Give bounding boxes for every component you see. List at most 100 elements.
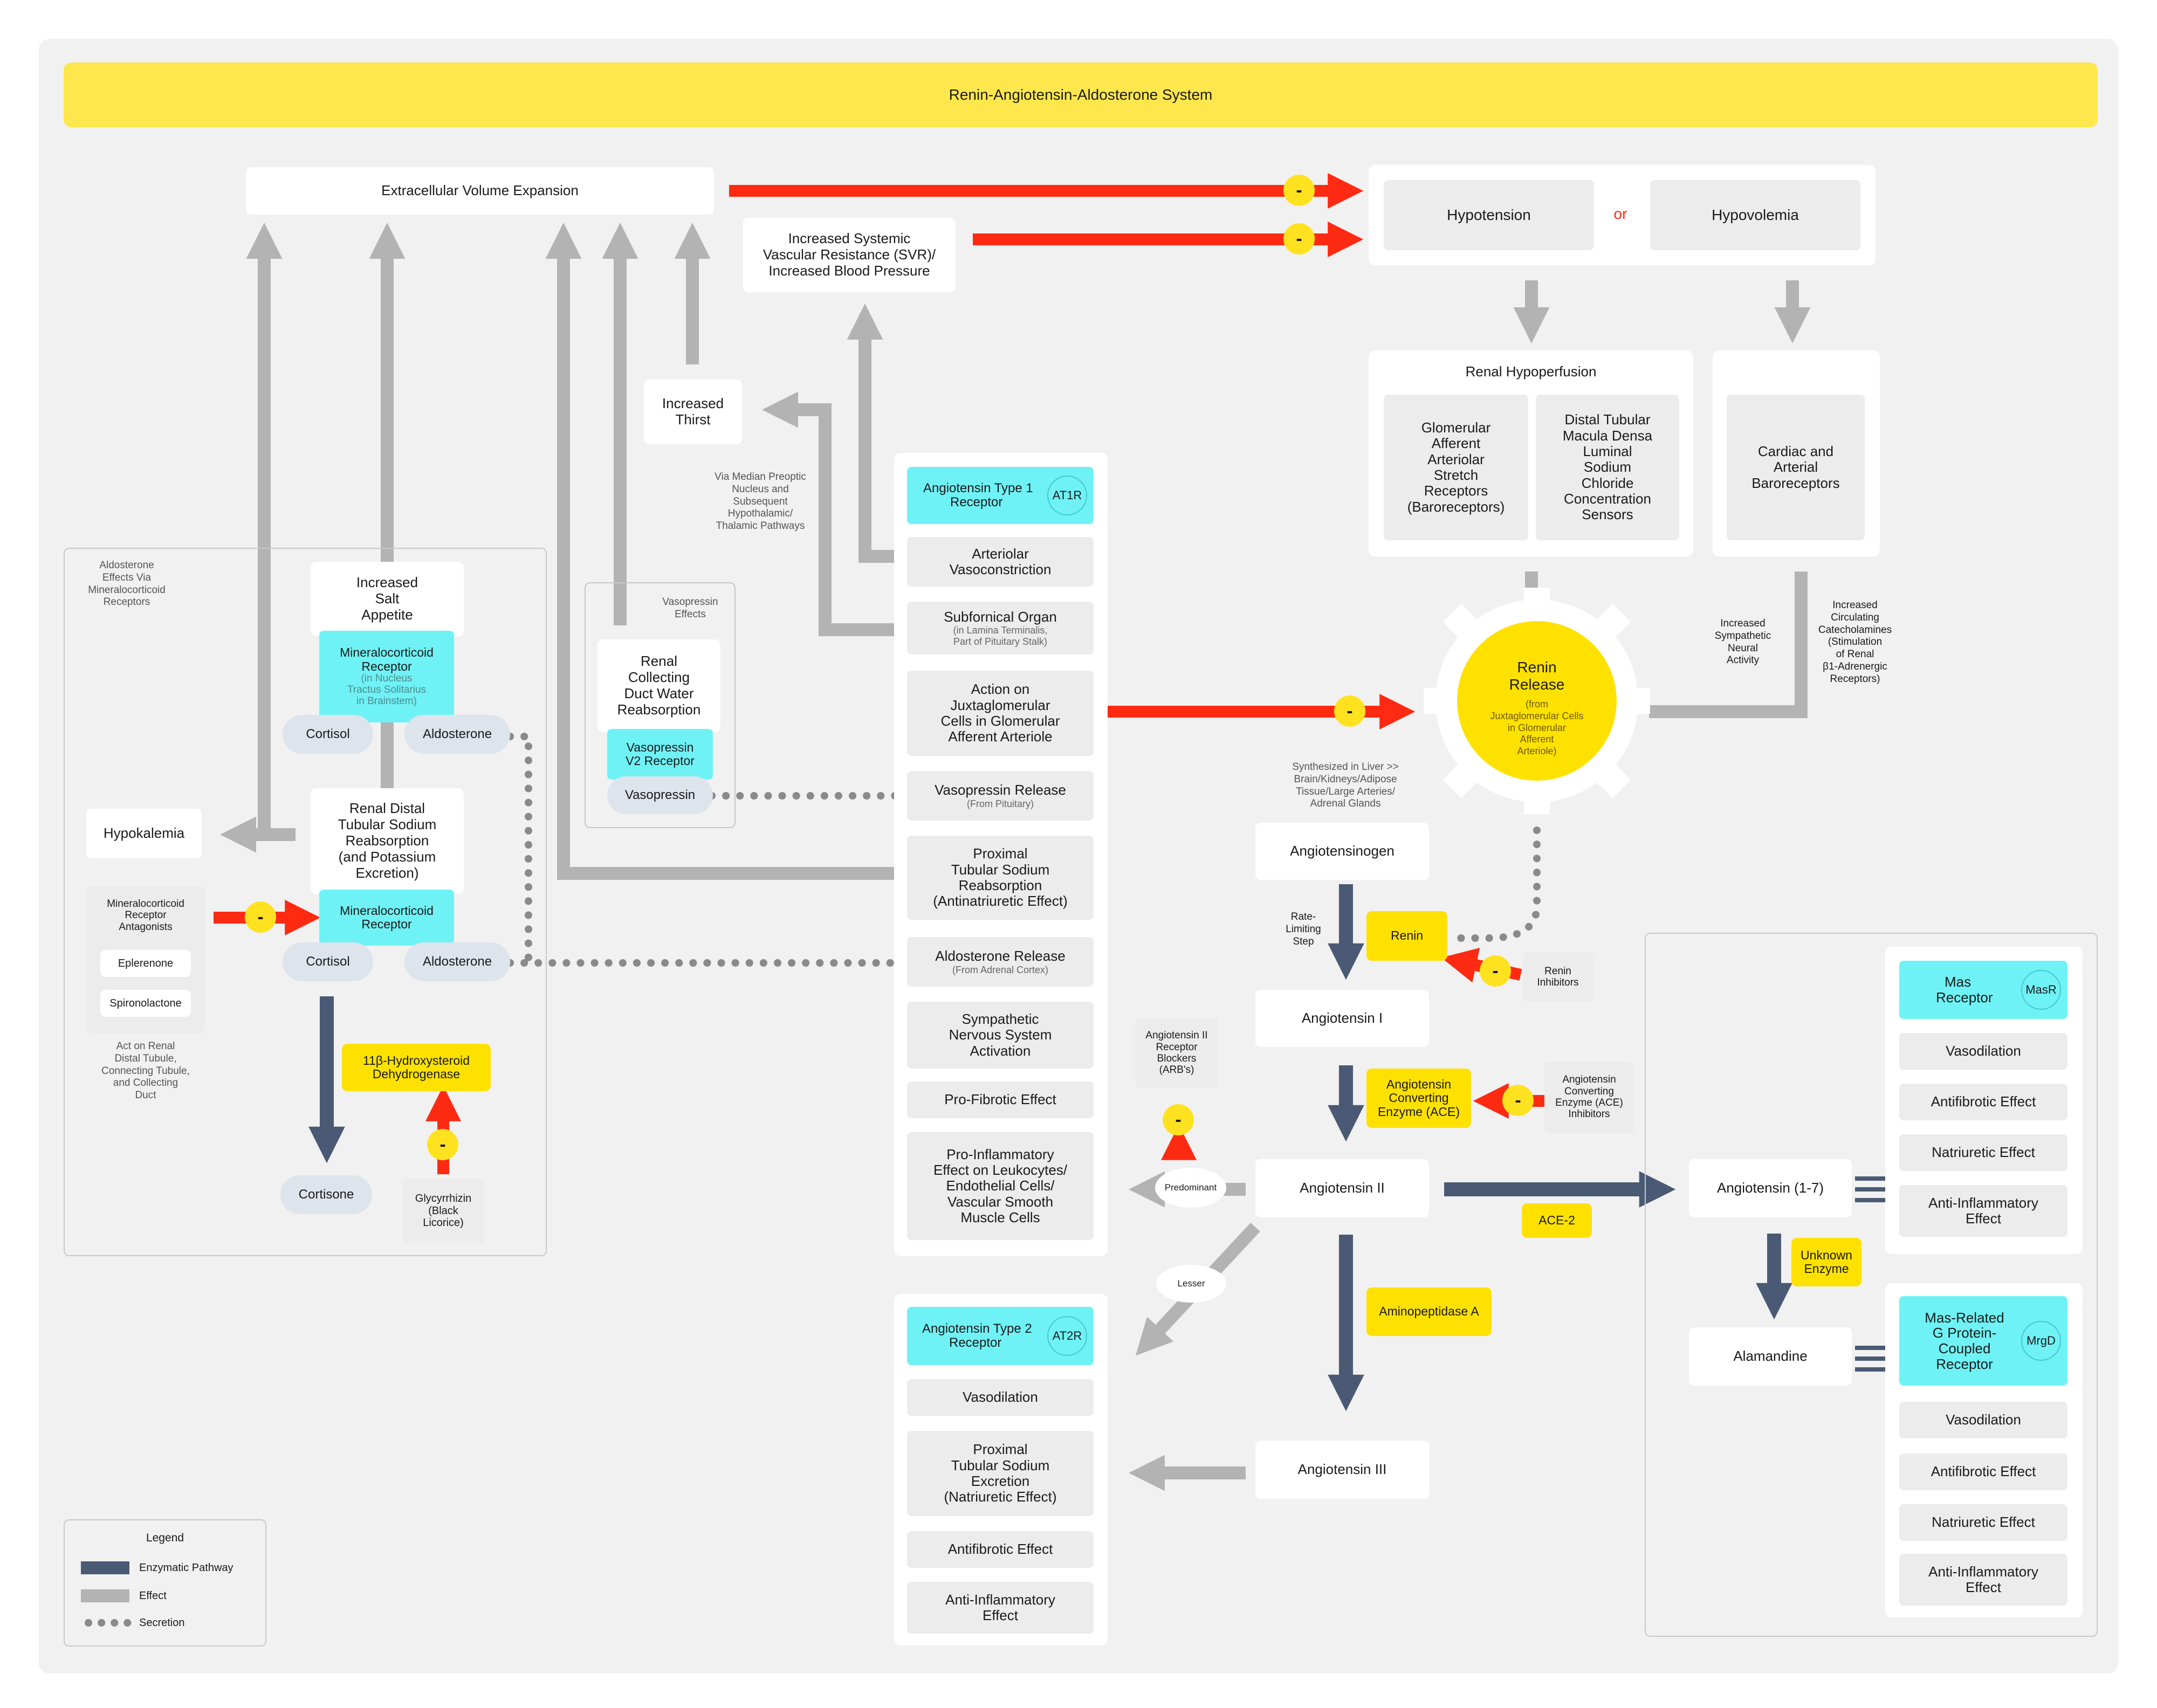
mr-brainstem-receptor: Mineralocorticoid Receptor (in Nucleus T… — [319, 631, 454, 722]
mp-line-3: Subsequent — [733, 495, 788, 507]
md-line-4: Sodium — [1583, 459, 1632, 476]
ae-line-1: Aldosterone — [99, 560, 154, 571]
at2r-anti-inflammatory-box: Anti-Inflammatory Effect — [907, 1582, 1094, 1634]
mas-title-2: Receptor — [1936, 989, 1993, 1005]
aldosterone-release-box: Aldosterone Release (From Adrenal Cortex… — [907, 937, 1094, 987]
mas-badge: MasR — [2021, 970, 2061, 1010]
cortisol-pill-upper: Cortisol — [283, 715, 373, 754]
cd-line-2: Collecting — [628, 669, 690, 686]
cd-line-3: Duct Water — [624, 685, 694, 701]
at2r-title-2: Receptor — [949, 1335, 1002, 1350]
mrb-line-2: Receptor — [361, 659, 412, 673]
angiotensinogen-box: Angiotensinogen — [1255, 823, 1429, 880]
ace-line-1: Angiotensin — [1386, 1077, 1452, 1092]
arteriolar-vasoconstriction-box: Arteriolar Vasoconstriction — [907, 537, 1094, 587]
sna-line-2: Sympathetic — [1714, 630, 1771, 642]
mrk-line-1: Mineralocorticoid — [340, 903, 434, 918]
mas-vasodilation-box: Vasodilation — [1899, 1033, 2067, 1070]
hypovolemia-box: Hypovolemia — [1650, 180, 1860, 250]
angiotensin-1-box: Angiotensin I — [1255, 990, 1429, 1047]
median-preoptic-label: Via Median Preoptic Nucleus and Subseque… — [706, 471, 814, 533]
rl-line-3: Step — [1293, 935, 1314, 947]
at2r-badge: AT2R — [1047, 1316, 1087, 1356]
ace2-enzyme: ACE-2 — [1522, 1203, 1592, 1238]
renin-enzyme: Renin — [1366, 911, 1447, 961]
at2r-vasodilation-box: Vasodilation — [907, 1379, 1094, 1416]
pi-line-2: Effect on Leukocytes/ — [933, 1161, 1068, 1178]
sns-line-3: Activation — [970, 1042, 1031, 1059]
av-line-2: Vasoconstriction — [949, 561, 1052, 577]
inhibition-minus-5: - — [427, 1129, 458, 1160]
predominant-label: Predominant — [1155, 1168, 1226, 1208]
mrgd-natriuretic-box: Natriuretic Effect — [1899, 1504, 2067, 1541]
glomerular-stretch-box: Glomerular Afferent Arteriolar Stretch R… — [1384, 395, 1528, 540]
rl-line-1: Rate- — [1290, 911, 1316, 922]
renin-gear — [1424, 588, 1650, 814]
mp-line-2: Nucleus and — [732, 483, 789, 495]
angiotensin-1-7-box: Angiotensin (1-7) — [1689, 1159, 1852, 1217]
cardiac-line-3: Baroreceptors — [1751, 474, 1840, 491]
pro-fibrotic-box: Pro-Fibrotic Effect — [907, 1082, 1094, 1118]
act-line-2: Distal Tubule, — [114, 1052, 177, 1064]
aldosterone-pill-upper: Aldosterone — [404, 715, 510, 754]
sns-line-2: Nervous System — [949, 1027, 1052, 1043]
rr-sub-1: (from — [1526, 699, 1548, 710]
masai-line-2: Effect — [1965, 1210, 2001, 1227]
sympathetic-activation-box: Sympathetic Nervous System Activation — [907, 1002, 1094, 1069]
mrgd-title-2: G Protein- — [1932, 1325, 1997, 1341]
hypokalemia-box: Hypokalemia — [86, 809, 202, 858]
pi-line-5: Muscle Cells — [960, 1209, 1040, 1226]
mrgd-title-1: Mas-Related — [1925, 1309, 2004, 1326]
pr-line-1: Proximal — [973, 845, 1028, 862]
mrb-sub-3: in Brainstem) — [356, 695, 417, 707]
renin-release-sub: (from Juxtaglomerular Cells in Glomerula… — [1457, 699, 1617, 757]
mas-receptor: Mas Receptor MasR — [1899, 961, 2067, 1019]
svr-line-3: Increased Blood Pressure — [768, 262, 930, 279]
rr-sub-2: Juxtaglomerular Cells — [1490, 710, 1584, 721]
md-line-2: Macula Densa — [1562, 427, 1653, 444]
increased-thirst-box: Increased Thirst — [644, 380, 742, 444]
at1r-badge: AT1R — [1047, 476, 1087, 515]
acei-line-2: Converting — [1564, 1085, 1614, 1097]
mrb-sub-1: (in Nucleus — [361, 672, 413, 684]
act-line-3: Connecting Tubule, — [101, 1065, 190, 1077]
cd-line-1: Renal — [641, 653, 677, 670]
acei-line-1: Angiotensin — [1562, 1074, 1616, 1086]
at2n-line-4: (Natriuretic Effect) — [944, 1489, 1057, 1505]
mrgd-title-4: Receptor — [1936, 1355, 1993, 1372]
vasopressin-pill: Vasopressin — [607, 776, 713, 814]
cat-line-2: Circulating — [1831, 611, 1879, 623]
macula-densa-box: Distal Tubular Macula Densa Luminal Sodi… — [1536, 395, 1679, 540]
mrb-line-1: Mineralocorticoid — [340, 645, 434, 660]
salt-line-2: Salt — [375, 590, 400, 607]
gly-line-1: Glycyrrhizin — [415, 1193, 472, 1205]
mrgd-title-3: Coupled — [1938, 1340, 1991, 1356]
mrb-sub-2: Tractus Solitarius — [347, 684, 427, 695]
ri-line-1: Renin — [1544, 965, 1571, 977]
mra-line-2: Receptor — [125, 910, 167, 921]
hsd-line-2: Dehydrogenase — [372, 1067, 461, 1081]
ace-line-2: Converting — [1389, 1091, 1449, 1105]
legend — [64, 1519, 266, 1647]
svr-box: Increased Systemic Vascular Resistance (… — [743, 218, 956, 292]
syn-line-2: Brain/Kidneys/Adipose — [1294, 773, 1397, 785]
at1r-receptor: Angiotensin Type 1 Receptor AT1R — [907, 467, 1094, 524]
pr-line-2: Tubular Sodium — [951, 861, 1050, 878]
jg-line-4: Afferent Arteriole — [948, 728, 1053, 745]
vp-release-title: Vasopressin Release — [935, 782, 1066, 798]
arb-line-2: Receptor — [1156, 1041, 1198, 1053]
legend-effect-label: Effect — [139, 1590, 167, 1602]
at2n-line-2: Tubular Sodium — [951, 1457, 1050, 1473]
enzymatic-arrows — [308, 884, 1792, 1411]
at2r-title-1: Angiotensin Type 2 — [922, 1321, 1032, 1336]
acei-line-3: Enzyme (ACE) — [1555, 1097, 1623, 1108]
masai-line-1: Anti-Inflammatory — [1928, 1194, 2038, 1211]
mrgdai-line-1: Anti-Inflammatory — [1928, 1563, 2038, 1580]
glom-line-6: (Baroreceptors) — [1407, 498, 1505, 515]
syn-line-1: Synthesized in Liver >> — [1292, 761, 1399, 773]
sna-line-3: Neural — [1728, 642, 1758, 654]
cd-line-4: Reabsorption — [617, 701, 701, 718]
renin-release-line-2: Release — [1509, 676, 1565, 693]
md-line-6: Concentration — [1564, 491, 1651, 507]
salt-line-3: Appetite — [361, 606, 413, 623]
